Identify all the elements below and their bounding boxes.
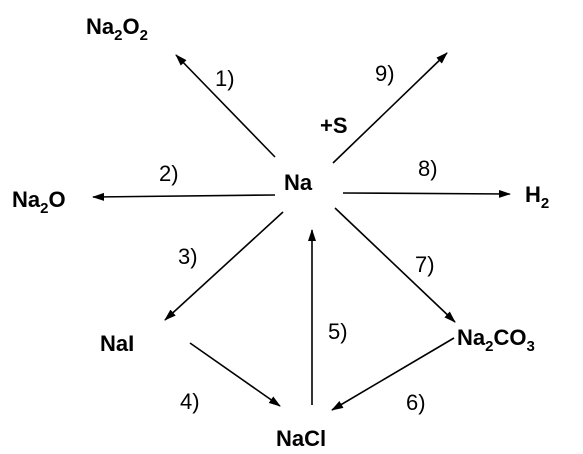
step-label-3: 3) <box>178 244 198 269</box>
compound-na2o2: Na2O2 <box>86 14 148 44</box>
arrow-7 <box>334 207 456 323</box>
step-label-1: 1) <box>215 66 235 91</box>
arrow-8 <box>342 189 511 198</box>
arrow-1 <box>175 54 276 158</box>
step-label-5: 5) <box>328 319 348 344</box>
compound-na2co3: Na2CO3 <box>457 325 535 355</box>
step-label-9: 9) <box>375 61 395 86</box>
compound-h2: H2 <box>525 182 549 212</box>
step-label-4: 4) <box>180 389 200 414</box>
step-label-2: 2) <box>159 161 179 186</box>
arrow-4 <box>189 342 281 407</box>
compound-nai: NaI <box>100 331 134 356</box>
compound-nacl: NaCl <box>276 426 326 451</box>
arrow-2 <box>92 192 276 201</box>
arrow-3 <box>164 211 284 321</box>
step-label-8: 8) <box>418 156 438 181</box>
step-label-6: 6) <box>406 390 426 415</box>
reagent-sulfur: +S <box>320 113 348 138</box>
step-label-7: 7) <box>415 252 435 277</box>
arrow-6 <box>331 337 455 411</box>
arrow-9 <box>332 52 448 164</box>
compound-na: Na <box>284 170 313 195</box>
compound-na2o: Na2O <box>12 187 66 217</box>
